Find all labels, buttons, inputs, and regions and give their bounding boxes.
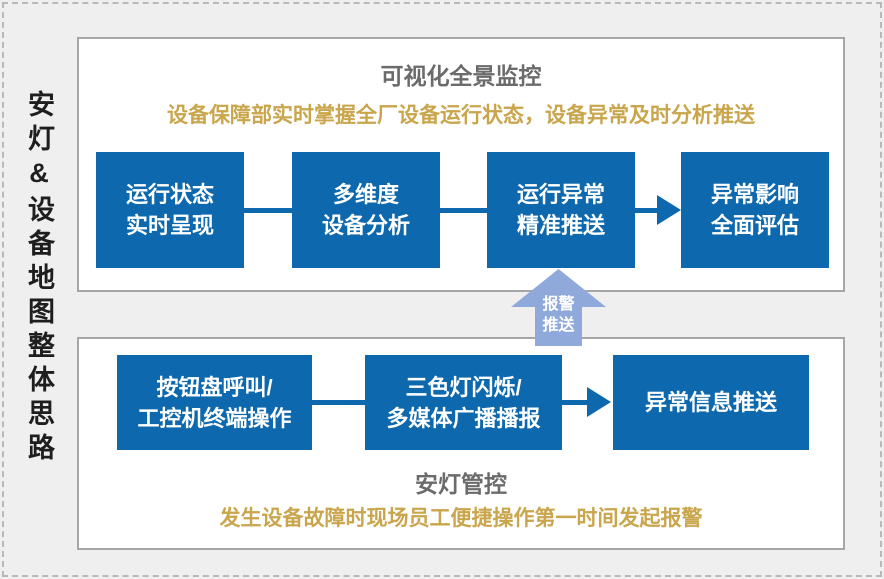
step-text-line: 运行状态 bbox=[125, 182, 214, 207]
top-panel-subtitle: 设备保障部实时掌握全厂设备运行状态，设备异常及时分析推送 bbox=[167, 104, 755, 127]
step-text-line: 多维度 bbox=[332, 182, 399, 207]
step-text-line: 全面评估 bbox=[710, 213, 799, 238]
bottom-panel-subtitle: 发生设备故障时现场员工便捷操作第一时间发起报警 bbox=[219, 507, 703, 530]
step-text-line: 按钮盘呼叫/ bbox=[156, 374, 273, 400]
top-panel-title: 可视化全景监控 bbox=[380, 63, 542, 89]
step-text-line: 异常影响 bbox=[710, 182, 799, 207]
alarm-arrow-text-line: 报警 bbox=[542, 296, 575, 313]
alarm-push-up-arrow-icon bbox=[511, 269, 606, 346]
connector-line bbox=[635, 208, 661, 213]
bottom-panel-title: 安灯管控 bbox=[415, 471, 507, 497]
visual-monitoring-panel: 可视化全景监控 设备保障部实时掌握全厂设备运行状态，设备异常及时分析推送 运行状… bbox=[77, 37, 845, 292]
flow-step-tricolor-light-broadcast: 三色灯闪烁/ 多媒体广播播报 bbox=[365, 355, 562, 450]
step-text-line: 工控机终端操作 bbox=[137, 405, 292, 431]
flow-step-impact-assessment: 异常影响 全面评估 bbox=[681, 152, 829, 268]
flow-step-anomaly-info-push: 异常信息推送 bbox=[613, 355, 809, 450]
arrow-right-icon bbox=[657, 195, 681, 225]
step-text-line: 精准推送 bbox=[516, 213, 605, 238]
andon-control-panel: 按钮盘呼叫/ 工控机终端操作 三色灯闪烁/ 多媒体广播播报 异常信息推送 安灯管… bbox=[77, 337, 845, 550]
connector-line bbox=[562, 400, 590, 405]
left-vertical-title: 安灯&设备地图整体思路 bbox=[24, 90, 54, 467]
flow-step-button-panel-call: 按钮盘呼叫/ 工控机终端操作 bbox=[117, 355, 312, 450]
arrow-right-icon bbox=[587, 387, 611, 417]
alarm-arrow-text-line: 推送 bbox=[542, 317, 575, 334]
flow-step-multidimensional-analysis: 多维度 设备分析 bbox=[292, 152, 440, 268]
connector-line bbox=[244, 208, 292, 213]
connector-line bbox=[439, 208, 487, 213]
step-text-line: 运行异常 bbox=[516, 182, 605, 207]
step-text-line: 异常信息推送 bbox=[644, 390, 777, 415]
flow-step-runtime-status: 运行状态 实时呈现 bbox=[96, 152, 244, 268]
flow-step-anomaly-push: 运行异常 精准推送 bbox=[487, 152, 635, 268]
step-text-line: 设备分析 bbox=[321, 213, 410, 238]
alarm-push-arrow-label: 报警 推送 bbox=[511, 294, 606, 336]
step-text-line: 多媒体广播播报 bbox=[386, 405, 541, 431]
step-text-line: 三色灯闪烁/ bbox=[405, 374, 522, 400]
step-text-line: 实时呈现 bbox=[125, 213, 214, 238]
connector-line bbox=[312, 400, 365, 405]
